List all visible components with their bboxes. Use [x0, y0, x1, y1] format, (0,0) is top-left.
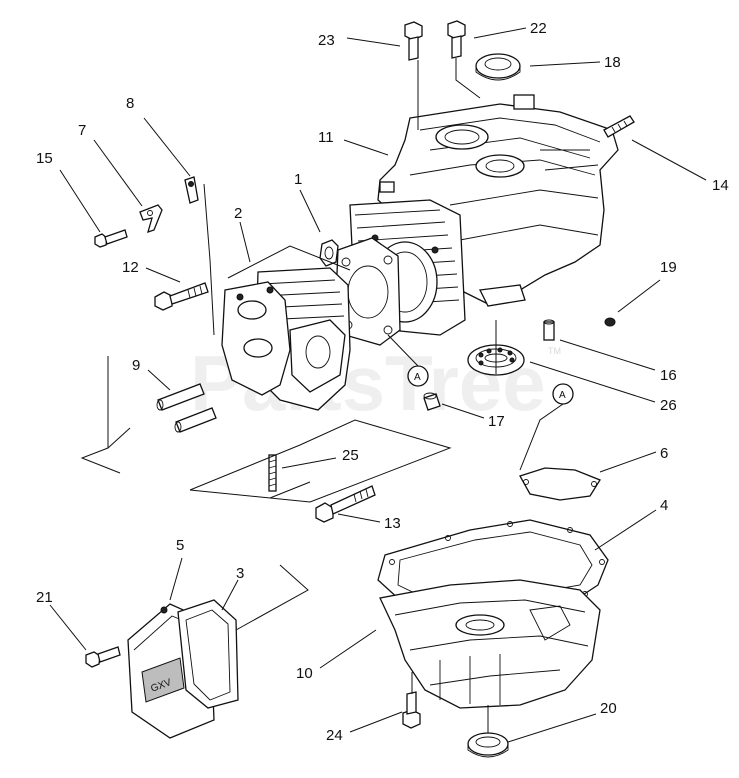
crankcase-cover-part-10[interactable]: [379, 579, 601, 709]
callout-21: 21: [36, 589, 53, 606]
clip-part-8[interactable]: [184, 176, 199, 204]
callout-2: 2: [234, 205, 242, 222]
bolt-part-15[interactable]: [94, 229, 128, 248]
callout-3: 3: [236, 565, 244, 582]
callout-8: 8: [126, 95, 134, 112]
bolt-part-22[interactable]: [447, 20, 466, 59]
callout-6: 6: [660, 445, 668, 462]
callout-20: 20: [600, 700, 617, 717]
assembly-lines: [80, 58, 564, 733]
callout-22: 22: [530, 20, 547, 37]
callout-19: 19: [660, 259, 677, 276]
pushrods-part-9[interactable]: [156, 383, 217, 433]
leader-lines: [49, 27, 707, 743]
crankcase-part-11[interactable]: [377, 94, 619, 307]
callout-15: 15: [36, 150, 53, 167]
callout-5: 5: [176, 537, 184, 554]
callout-18: 18: [604, 54, 621, 71]
svg-text:A: A: [414, 372, 421, 383]
callout-4: 4: [660, 497, 668, 514]
callout-17: 17: [488, 413, 505, 430]
bracket-part-7[interactable]: [139, 204, 163, 234]
callout-10: 10: [296, 665, 313, 682]
callout-25: 25: [342, 447, 359, 464]
bolt-part-13[interactable]: [315, 485, 376, 523]
bolt-part-24[interactable]: [402, 691, 421, 729]
bolt-part-12[interactable]: [154, 282, 209, 311]
callout-12: 12: [122, 259, 139, 276]
callout-7: 7: [78, 122, 86, 139]
watermark-trademark: TM: [548, 346, 561, 356]
reference-marker-a-upper: A: [407, 365, 429, 387]
dowel-pin-part-16[interactable]: [543, 319, 555, 341]
callout-11: 11: [318, 129, 334, 146]
reference-marker-a-lower: A: [552, 383, 574, 405]
stud-part-25[interactable]: [268, 454, 277, 492]
callout-13: 13: [384, 515, 401, 532]
bolt-part-21[interactable]: [85, 646, 121, 668]
cylinder-head-part-2[interactable]: [221, 267, 351, 411]
callout-16: 16: [660, 367, 677, 384]
dowel-part-17[interactable]: [423, 392, 441, 411]
oil-seal-part-18[interactable]: [475, 53, 521, 81]
callout-1: 1: [294, 171, 302, 188]
callout-26: 26: [660, 397, 677, 414]
callout-24: 24: [326, 727, 343, 744]
stud-part-14[interactable]: [603, 115, 635, 138]
callout-14: 14: [712, 177, 729, 194]
rocker-gasket-part-3[interactable]: [177, 599, 239, 709]
svg-text:A: A: [559, 390, 566, 401]
cover-part-6[interactable]: [519, 467, 601, 501]
plug-part-19[interactable]: [604, 317, 616, 327]
callout-23: 23: [318, 32, 335, 49]
callout-labels: 23 22 18 11 14 1 2 8 7 15 12 19 16 26 17…: [36, 20, 729, 744]
bolt-part-23[interactable]: [404, 21, 423, 61]
callout-9: 9: [132, 357, 140, 374]
oil-seal-part-20[interactable]: [467, 732, 509, 758]
